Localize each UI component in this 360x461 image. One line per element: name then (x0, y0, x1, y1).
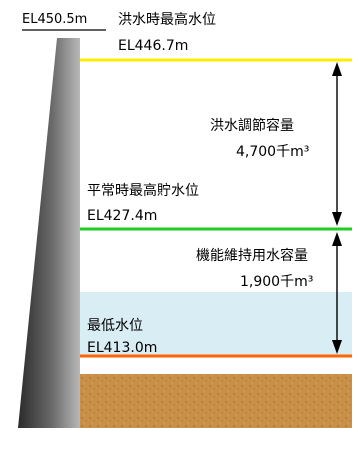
normal-max-level-elevation: EL427.4m (87, 208, 158, 224)
normal-max-level-title: 平常時最高貯水位 (87, 183, 199, 199)
dam-crest-label: EL450.5m (22, 12, 88, 27)
flood-control-arrow (332, 62, 342, 226)
flood-control-capacity-title: 洪水調節容量 (210, 118, 294, 134)
function-capacity-value: 1,900千m³ (240, 274, 314, 290)
dam-body (18, 38, 80, 428)
minimum-level-title: 最低水位 (87, 318, 143, 334)
function-capacity-title: 機能維持用水容量 (196, 248, 308, 264)
flood-max-level-title: 洪水時最高水位 (118, 12, 216, 28)
flood-control-capacity-value: 4,700千m³ (236, 144, 310, 160)
flood-max-level-elevation: EL446.7m (118, 38, 189, 54)
sediment-area (62, 374, 352, 428)
function-capacity-arrow (332, 232, 342, 354)
minimum-level-elevation: EL413.0m (87, 340, 158, 356)
water-band (80, 292, 352, 356)
